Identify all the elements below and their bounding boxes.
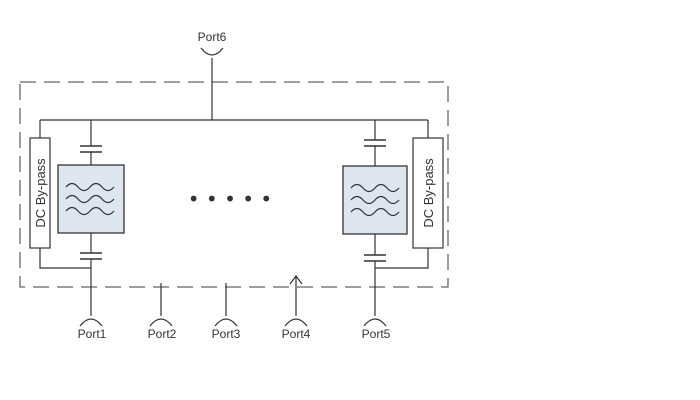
port5-antenna bbox=[363, 318, 387, 327]
left-filter-branch bbox=[80, 120, 102, 316]
port1-antenna bbox=[79, 318, 103, 327]
port5-label: Port5 bbox=[362, 327, 391, 341]
port4-antenna bbox=[284, 275, 308, 327]
port6-antenna bbox=[200, 47, 224, 120]
port2-label: Port2 bbox=[148, 327, 177, 341]
enclosure-dashed-border bbox=[19, 81, 449, 288]
port4-label: Port4 bbox=[282, 327, 311, 341]
ellipsis: • • • • • bbox=[188, 187, 272, 211]
left-bypass-wire-bottom bbox=[39, 248, 91, 269]
right-bandpass-filter bbox=[342, 165, 408, 235]
port1-label: Port1 bbox=[78, 327, 107, 341]
right-bypass-box bbox=[412, 137, 444, 249]
port2-antenna bbox=[149, 283, 173, 327]
port3-label: Port3 bbox=[212, 327, 241, 341]
left-bypass-label: DC By-pass bbox=[33, 158, 48, 228]
right-bypass-wire-bottom bbox=[375, 248, 429, 269]
port3-antenna bbox=[214, 283, 238, 327]
right-bypass-label: DC By-pass bbox=[421, 158, 436, 228]
left-bandpass-filter bbox=[57, 164, 125, 234]
port6-label: Port6 bbox=[198, 30, 227, 44]
right-filter-branch bbox=[364, 120, 386, 316]
